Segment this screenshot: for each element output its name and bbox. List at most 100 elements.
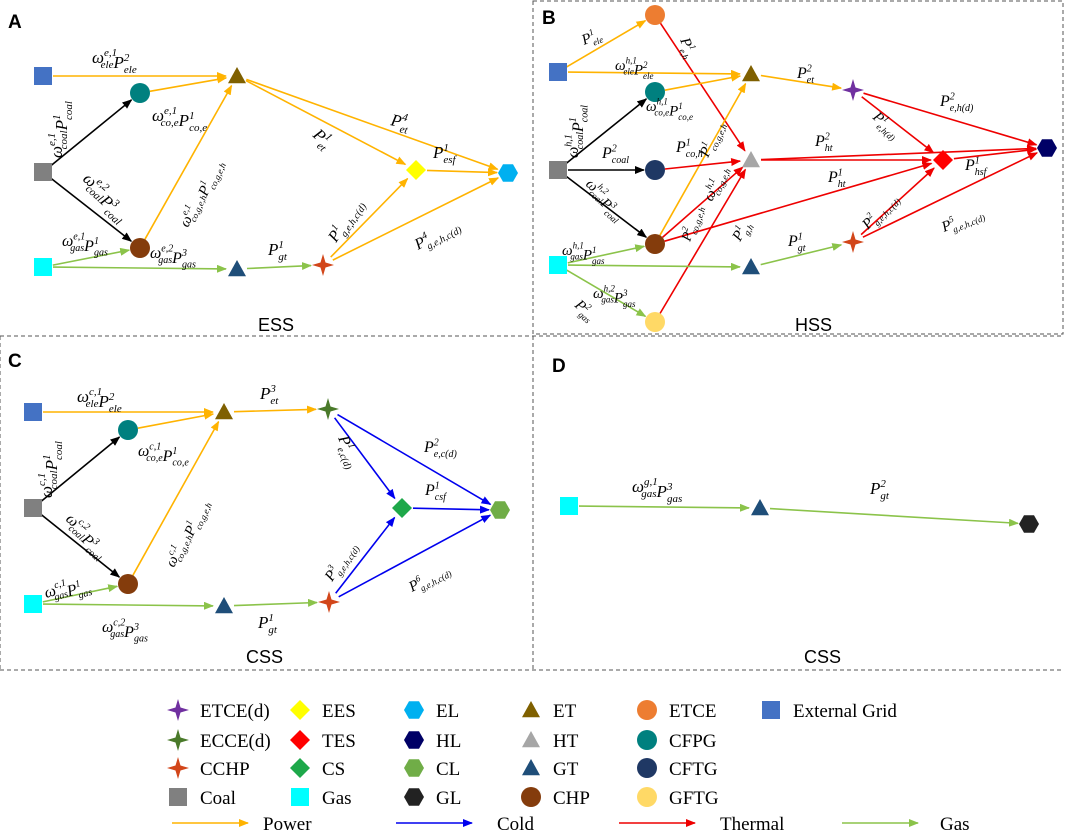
edge-a-gas-to-gt — [52, 264, 227, 273]
svg-text:P6g,e,h,c(d): P6g,e,h,c(d) — [404, 559, 453, 598]
svg-text:P2e,c(d): P2e,c(d) — [423, 437, 457, 460]
edge-b-gas-to-chp — [567, 244, 646, 264]
legend-flow-thermal: Thermal — [619, 814, 784, 833]
panel-b-frame — [532, 0, 1064, 335]
edge-b-chp-to-tes — [664, 162, 933, 242]
edge-c-cchp-to-cl — [338, 514, 492, 598]
label-c-coal-chp: ωc,2coalP3coal — [57, 509, 114, 565]
legend-item-cs: CS — [290, 758, 345, 780]
label-a-coal-cfpg: ωe,1coalP1coal — [46, 101, 75, 158]
svg-text:ωe,1co,g,e,hP1co,g,e,h: ωe,1co,g,e,hP1co,g,e,h — [175, 155, 228, 233]
edge-c-coal-to-chp — [40, 513, 121, 578]
svg-text:ωh,1gasP1gas: ωh,1gasP1gas — [562, 241, 605, 266]
legend-flow-power: Power — [172, 814, 312, 833]
svg-text:P4g,e,h,c(d): P4g,e,h,c(d) — [410, 214, 464, 257]
node-d-gl-hexagon-icon — [1019, 515, 1039, 533]
node-b-et-triangle-icon — [742, 65, 760, 82]
node-b-hl-hexagon-icon — [1037, 139, 1057, 157]
label-c-chp-et: ωc,1co,g,e,hP1co,g,e,h — [161, 495, 214, 573]
edge-b-etce-to-ht — [659, 22, 746, 152]
svg-text:ωc,1co,g,e,hP1co,g,e,h: ωc,1co,g,e,hP1co,g,e,h — [161, 495, 214, 573]
edge-b-chp-to-et — [659, 82, 747, 236]
edge-b-gas-to-gftg — [566, 269, 647, 318]
edge-c-et-to-ecce — [233, 405, 317, 414]
node-b-cftg-circle-icon — [645, 160, 665, 180]
square-icon — [169, 788, 187, 806]
legend-item-tes: TES — [290, 730, 356, 752]
node-b-coal-square-icon — [549, 161, 567, 179]
svg-text:P2co,g,e,h: P2co,g,e,h — [676, 202, 707, 245]
node-a-gt-triangle-icon — [228, 260, 246, 277]
legend-item-hl: HL — [404, 731, 461, 752]
svg-text:P3g,e,h,c(d): P3g,e,h,c(d) — [320, 538, 362, 586]
legend-flow-label: Power — [263, 814, 312, 833]
node-d-gas-square-icon — [560, 497, 578, 515]
node-a-el-hexagon-icon — [498, 164, 518, 182]
legend-item-et: ET — [522, 701, 577, 722]
legend-flow-label: Gas — [940, 814, 970, 833]
node-b-cfpg-circle-icon — [645, 82, 665, 102]
legend-label: ET — [553, 701, 577, 722]
svg-text:ωe,1coalP1coal: ωe,1coalP1coal — [46, 101, 75, 158]
edge-c-coal-to-cfpg — [40, 436, 121, 503]
edge-b-gas-to-gt — [567, 262, 741, 271]
node-c-cl-hexagon-icon — [490, 501, 510, 519]
flow-edges — [40, 19, 1038, 610]
node-b-gt-triangle-icon — [742, 258, 760, 275]
node-b-cchp-star4-icon — [842, 231, 864, 253]
legend-label: ETCE(d) — [200, 701, 270, 722]
edge-b-coal-to-cfpg — [565, 98, 648, 165]
edge-c-cfpg-to-et — [137, 411, 215, 429]
legend-label: HL — [436, 731, 461, 752]
node-b-chp-circle-icon — [645, 234, 665, 254]
circle-icon — [637, 730, 657, 750]
node-b-etce-circle-icon — [645, 5, 665, 25]
edge-c-chp-to-et — [132, 420, 220, 576]
edge-c-ecce-to-cl — [337, 413, 492, 506]
edge-a-et-to-ees — [245, 79, 407, 166]
legend-item-el: EL — [404, 701, 459, 722]
legend-label: CFTG — [669, 759, 718, 780]
legend-item-cfpg: CFPG — [637, 730, 717, 752]
panel-c-letter: C — [8, 351, 22, 372]
node-a-cfpg-circle-icon — [130, 83, 150, 103]
label-a-cchp-el: P4g,e,h,c(d) — [410, 214, 464, 257]
panel-c-title: CSS — [246, 647, 283, 667]
node-b-tes-diamond-icon — [933, 150, 953, 170]
label-a-chp-et: ωe,1co,g,e,hP1co,g,e,h — [175, 155, 228, 233]
node-a-chp-circle-icon — [130, 238, 150, 258]
edge-d-gt-to-gl — [769, 507, 1019, 527]
svg-text:ωh,2coalP3coal: ωh,2coalP3coal — [578, 174, 631, 226]
diagram-nodes — [24, 5, 1057, 614]
svg-text:ωc,2coalP3coal: ωc,2coalP3coal — [57, 509, 114, 565]
legend-item-cftg: CFTG — [637, 758, 718, 780]
edge-a-gt-to-cchp — [246, 262, 312, 271]
edge-b-gt-to-cchp — [760, 243, 843, 266]
legend-item-cl: CL — [404, 759, 460, 780]
